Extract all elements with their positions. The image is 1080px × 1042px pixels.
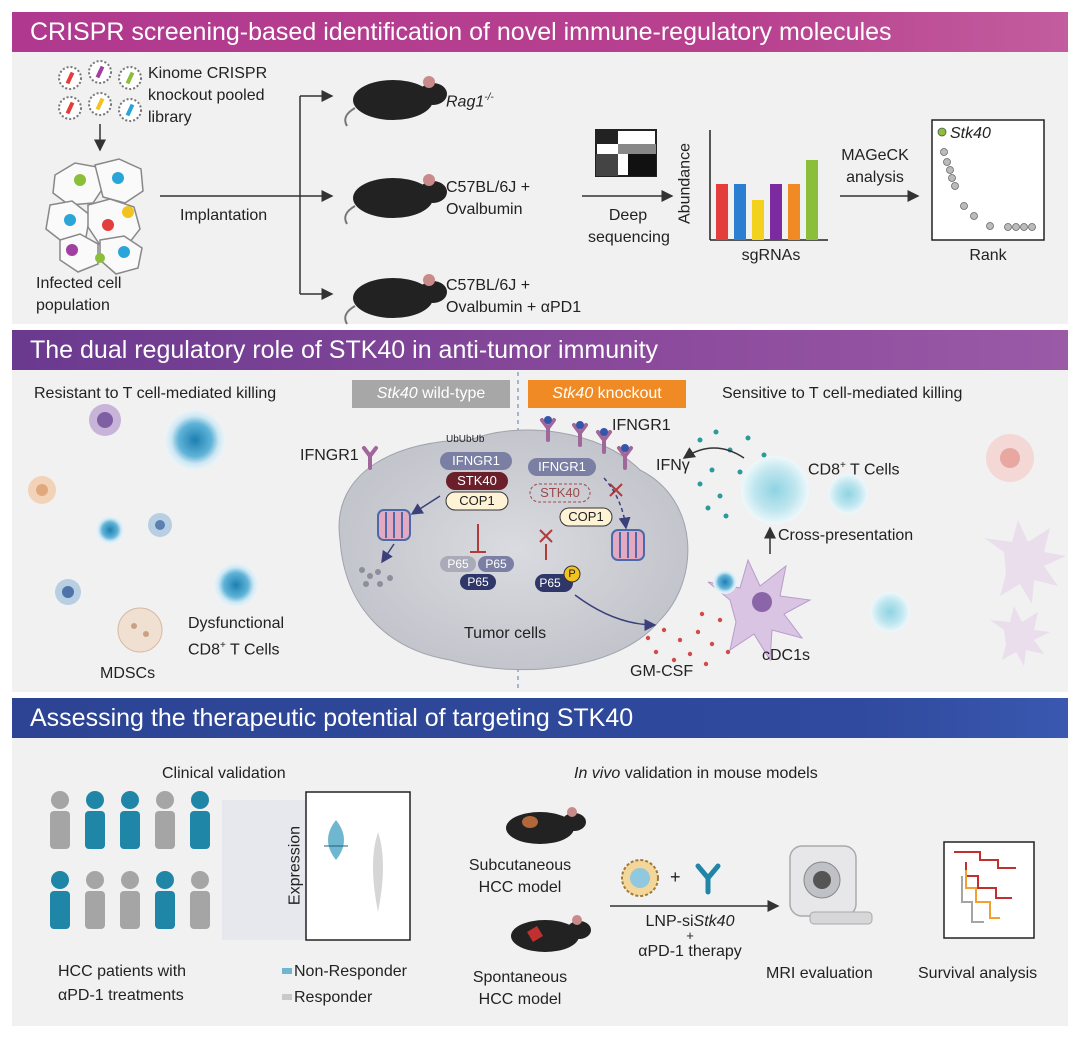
ubiquitin-label: UbUbUb bbox=[446, 434, 485, 445]
banner-crispr-screen: CRISPR screening-based identification of… bbox=[12, 12, 1068, 52]
cdc1s-label: cDC1s bbox=[762, 647, 811, 664]
proteasome-right-icon bbox=[611, 529, 645, 561]
implantation-label: Implantation bbox=[180, 207, 268, 224]
mouse-subq-icon bbox=[506, 807, 586, 844]
expression-violin-plot bbox=[305, 791, 411, 941]
wt-tag-label: Stk40 wild-type bbox=[376, 385, 486, 402]
cop1-box-knockout: COP1 bbox=[568, 509, 604, 524]
tag-knockout bbox=[528, 380, 686, 408]
infected-cell-cluster bbox=[45, 158, 144, 275]
abundance-bar-chart bbox=[709, 130, 828, 241]
spont-label-2: HCC model bbox=[478, 991, 562, 1008]
stk40-hit-label: Stk40 bbox=[950, 125, 991, 142]
hcc-patients-label-2: αPD-1 treatments bbox=[58, 987, 184, 1004]
infected-label-2: population bbox=[36, 297, 110, 314]
library-label-2: knockout pooled bbox=[148, 87, 265, 104]
banner-therapeutic: Assessing the therapeutic potential of t… bbox=[12, 698, 1068, 738]
p65-box-knockout: P65 bbox=[539, 576, 561, 590]
apd1-therapy-label: αPD-1 therapy bbox=[638, 943, 742, 960]
rank-plot bbox=[931, 119, 1045, 241]
lnp-label: LNP-siStk40 bbox=[645, 913, 735, 930]
plus-sign-2: + bbox=[686, 928, 694, 943]
tag-wild-type bbox=[352, 380, 510, 408]
mouse-rag1-icon bbox=[344, 76, 447, 127]
ko-tag-label: Stk40 knockout bbox=[552, 385, 662, 402]
deep-seq-label-1: Deep bbox=[608, 207, 648, 224]
antibody-icon bbox=[695, 863, 721, 895]
immune-cells-left bbox=[28, 404, 258, 653]
tumor-cells-label: Tumor cells bbox=[464, 625, 547, 642]
legend-nonresponder: Non-Responder bbox=[294, 963, 407, 980]
invivo-validation-label: In vivo validation in mouse models bbox=[574, 765, 818, 782]
ifngr1-box-right: IFNGR1 bbox=[538, 459, 586, 474]
survival-curve-plot bbox=[943, 841, 1035, 939]
rank-axis-label: Rank bbox=[969, 247, 1007, 264]
phospho-label: P bbox=[568, 568, 576, 580]
subq-label-1: Subcutaneous bbox=[468, 857, 572, 874]
stk40-box-knockout: STK40 bbox=[540, 485, 580, 500]
cop1-box: COP1 bbox=[459, 493, 495, 508]
sgrnas-axis-label: sgRNAs bbox=[741, 247, 801, 264]
expression-axis-label: Expression bbox=[286, 825, 304, 906]
lnp-particle-icon bbox=[621, 859, 659, 897]
mouse-spontaneous-icon bbox=[511, 915, 591, 952]
group3-label-2: Ovalbumin + αPD1 bbox=[446, 299, 582, 316]
cd8-t-cell-large bbox=[741, 456, 809, 524]
ifngr1-right-label: IFNGR1 bbox=[612, 417, 671, 434]
dendritic-cell-icon bbox=[707, 558, 812, 662]
screen-panel bbox=[12, 52, 1068, 324]
tumor-cell-shape bbox=[338, 429, 689, 671]
sequencing-gel-icon bbox=[595, 129, 657, 177]
faded-cells-right bbox=[984, 434, 1066, 666]
group3-label-1: C57BL/6J + bbox=[446, 277, 531, 294]
mouse-c57-ova-apd1-icon bbox=[344, 274, 447, 325]
cd8-t-cell-small bbox=[828, 474, 868, 514]
resistant-label: Resistant to T cell-mediated killing bbox=[34, 385, 277, 402]
virus-library-icons bbox=[58, 60, 142, 122]
library-label-3: library bbox=[148, 109, 192, 126]
p65-box-c: P65 bbox=[467, 575, 489, 589]
plus-sign: + bbox=[670, 867, 681, 887]
abundance-axis-label: Abundance bbox=[676, 143, 694, 224]
group2-label-1: C57BL/6J + bbox=[446, 179, 531, 196]
subq-label-2: HCC model bbox=[478, 879, 562, 896]
gmcsf-dots bbox=[645, 611, 731, 667]
ifngr1-left-label: IFNGR1 bbox=[300, 447, 359, 464]
cross-presentation-label: Cross-presentation bbox=[778, 527, 914, 544]
mageck-label-1: MAGeCK bbox=[841, 147, 909, 164]
ifngr1-box-left: IFNGR1 bbox=[452, 453, 500, 468]
proteasome-left-icon bbox=[377, 509, 411, 541]
stk40-box: STK40 bbox=[457, 473, 497, 488]
spont-label-1: Spontaneous bbox=[472, 969, 568, 986]
p65-box-a: P65 bbox=[447, 557, 469, 571]
mri-evaluation-label: MRI evaluation bbox=[766, 965, 873, 982]
mri-scanner-icon bbox=[789, 845, 873, 925]
deep-seq-label-2: sequencing bbox=[588, 229, 670, 246]
ifng-label: IFNγ bbox=[656, 457, 690, 474]
p65-box-b: P65 bbox=[485, 557, 507, 571]
mouse-c57-ova-icon bbox=[344, 174, 447, 225]
hcc-patients-label-1: HCC patients with bbox=[58, 963, 187, 980]
infected-label-1: Infected cell bbox=[36, 275, 122, 292]
mageck-label-2: analysis bbox=[846, 169, 904, 186]
clinical-validation-label: Clinical validation bbox=[162, 765, 286, 782]
survival-analysis-label: Survival analysis bbox=[918, 965, 1038, 982]
dysfunctional-label-2: CD8+ T Cells bbox=[188, 640, 280, 659]
group2-label-2: Ovalbumin bbox=[446, 201, 523, 218]
degraded-fragments bbox=[359, 567, 393, 587]
banner-dual-role: The dual regulatory role of STK40 in ant… bbox=[12, 330, 1068, 370]
rag1-label: Rag1-/- bbox=[446, 92, 494, 111]
cd8-label: CD8+ T Cells bbox=[808, 460, 900, 479]
mdscs-label: MDSCs bbox=[100, 665, 156, 682]
gmcsf-label: GM-CSF bbox=[630, 663, 694, 680]
therapy-panel bbox=[12, 738, 1068, 1026]
sensitive-label: Sensitive to T cell-mediated killing bbox=[722, 385, 963, 402]
dysfunctional-label-1: Dysfunctional bbox=[188, 615, 285, 632]
library-label-1: Kinome CRISPR bbox=[148, 65, 268, 82]
legend-responder: Responder bbox=[294, 989, 373, 1006]
patient-icons bbox=[50, 791, 210, 929]
